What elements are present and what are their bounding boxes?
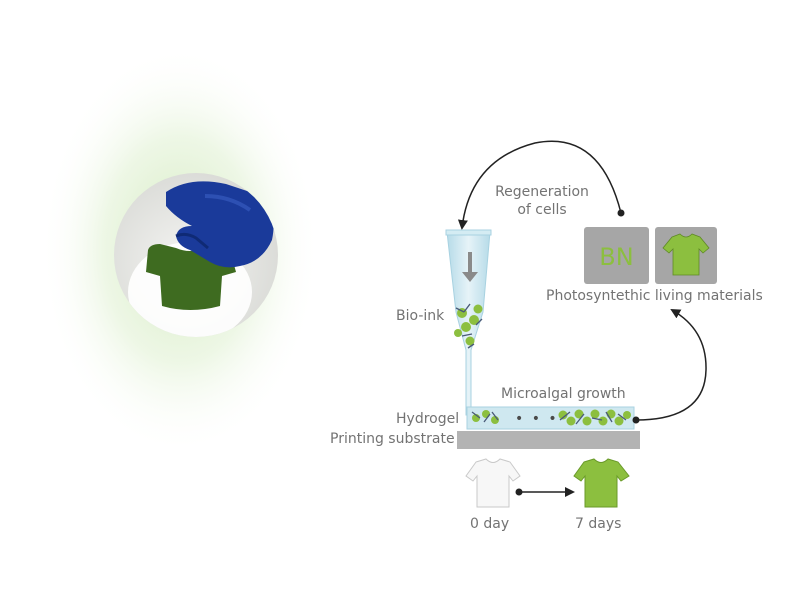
hydrogel-cells-left [471, 410, 499, 424]
regeneration-arrow-start [617, 209, 625, 217]
blue-glove [166, 181, 274, 268]
photosynthetic-materials-label: Photosyntethic living materials [546, 288, 763, 304]
hydrogel-strip: • • • [466, 406, 635, 430]
printing-substrate-label: Printing substrate [330, 431, 455, 447]
white-tshirt-icon [465, 458, 521, 508]
printing-substrate-bar [457, 431, 640, 449]
bio-ink-cells [454, 303, 483, 349]
day7-label: 7 days [575, 516, 622, 532]
growth-arrow-start [632, 416, 640, 424]
microalgal-growth-label: Microalgal growth [501, 386, 626, 402]
bio-ink-label: Bio-ink [396, 308, 445, 324]
day-arrow-start [515, 488, 523, 496]
day0-label: 0 day [470, 516, 510, 532]
flow-down-arrow [462, 252, 478, 282]
bn-text: BN [599, 243, 633, 271]
printing-nozzle [445, 229, 492, 416]
ellipsis-dots: • • • [515, 411, 559, 427]
regeneration-label: Regeneration of cells [495, 184, 589, 218]
bn-tile [584, 227, 649, 284]
hydrogel-cells-right [558, 409, 631, 426]
photo-panel [40, 45, 320, 455]
green-tshirt-day7-icon [573, 458, 630, 508]
growth-to-materials-arrow [635, 309, 707, 421]
green-tshirt-icon [662, 233, 710, 276]
regeneration-arrow [457, 140, 622, 230]
hydrogel-label: Hydrogel [396, 411, 460, 427]
